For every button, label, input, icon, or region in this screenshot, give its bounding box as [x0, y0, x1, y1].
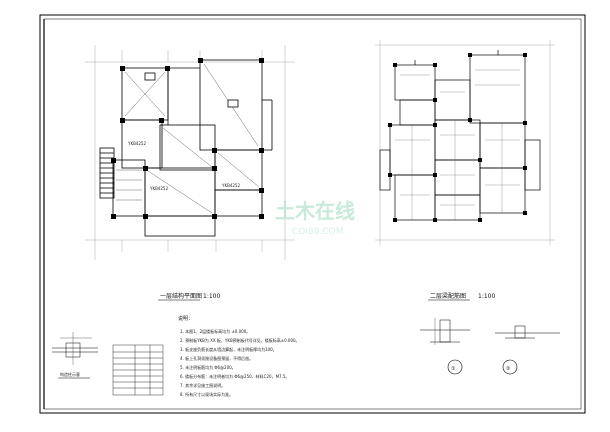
rebar-schedule-table [112, 344, 164, 396]
left-plan-title: 一层结构平面图 [160, 292, 202, 300]
left-room-label-2: YKB4252 [221, 183, 240, 188]
notes-line-6: 6. 楼板分布筋：未注明者均为 Φ6@250，材料C20，M7.5。 [180, 373, 289, 379]
notes-heading: 说明： [178, 315, 193, 322]
section-mark-circle-2 [502, 359, 518, 375]
notes-line-7: 7. 其余详见施工图说明。 [180, 382, 225, 388]
watermark: 土木在线 COI88.COM [275, 199, 355, 237]
notes-line-3: 3. 板支座负筋长度从墙边算起，未注明板厚均为100。 [180, 346, 277, 352]
right-plan-scale: 1:100 [478, 293, 495, 300]
notes-line-8: 8. 所有尺寸以现场实际为准。 [180, 391, 233, 397]
section-detail-2 [495, 325, 560, 339]
outer-frame [39, 14, 586, 414]
section-mark-2: ② [506, 366, 511, 372]
right-grid-lines [375, 40, 555, 245]
watermark-sub: COI88.COM [292, 227, 343, 237]
left-room-label-1: YKB4252 [127, 141, 146, 146]
notes-block: 说明： 1. 本图1、2层楼板标高均为 ±0.000。 2. 预制板YKB为 X… [178, 315, 300, 397]
notes-line-2: 2. 预制板YKB为 XX 板，YKB预制板代号详见，楼板标高±0.000。 [180, 337, 300, 343]
notes-line-5: 5. 未注明板筋均为 Φ6@200。 [180, 364, 236, 370]
section-mark-circle-1 [447, 359, 463, 375]
right-floor-plan [375, 40, 555, 245]
section-mark-1: ① [451, 366, 456, 372]
left-plan-scale: 1:100 [203, 293, 220, 300]
column-detail [52, 332, 98, 365]
column-detail-label: 构造柱示意 [60, 371, 80, 377]
notes-line-1: 1. 本图1、2层楼板标高均为 ±0.000。 [180, 328, 250, 334]
watermark-main: 土木在线 [275, 199, 355, 223]
section-detail-1 [420, 318, 470, 345]
left-room-label-3: YKB4252 [149, 186, 168, 191]
notes-line-4: 4. 板上孔洞须按设备图预留，不得后凿。 [180, 355, 253, 361]
left-floor-plan [85, 45, 295, 260]
right-plan-title: 二层梁配筋图 [430, 292, 466, 300]
